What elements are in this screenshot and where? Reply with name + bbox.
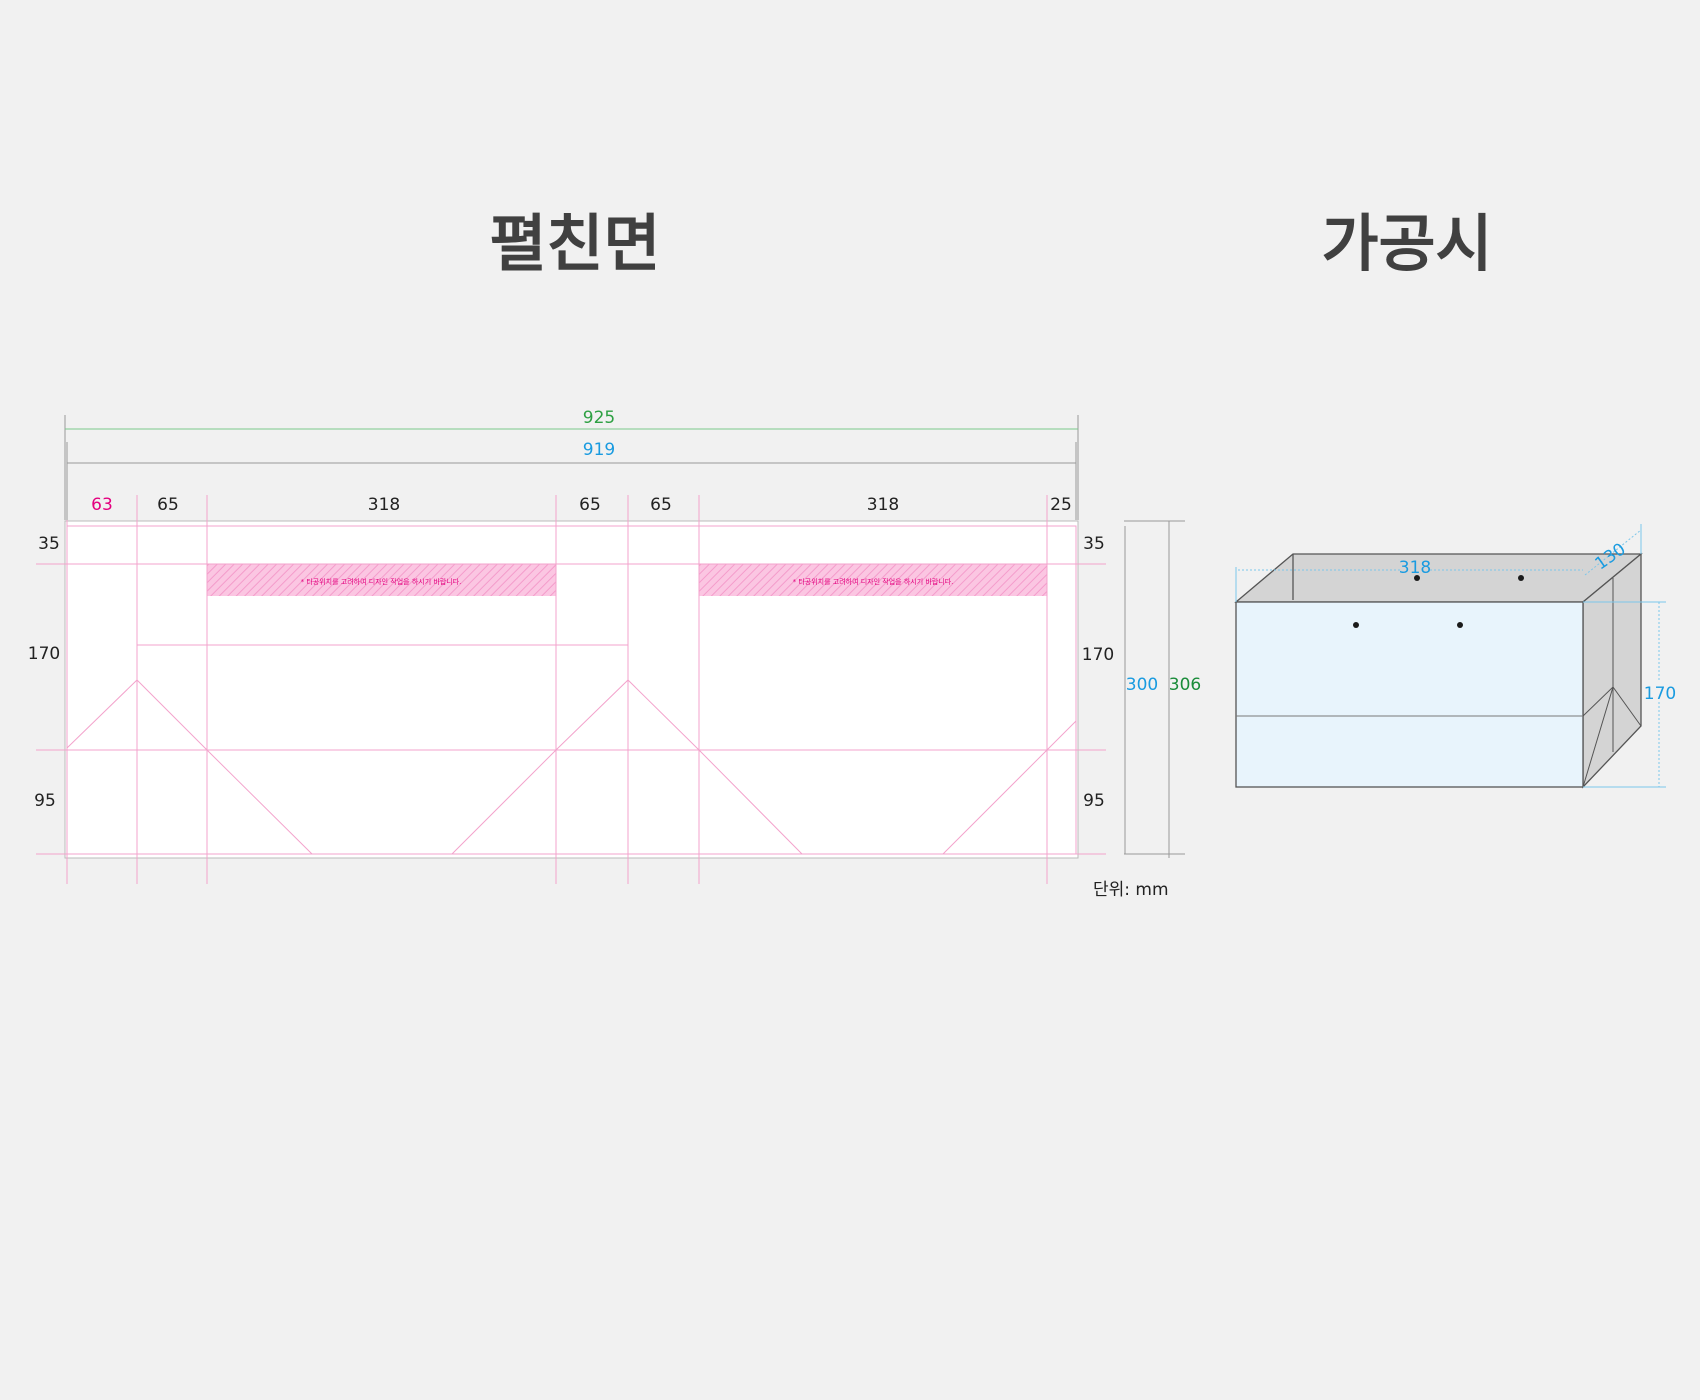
row-dim-right: 35 bbox=[1083, 534, 1105, 554]
row-dim-left: 35 bbox=[38, 534, 60, 554]
column-dim: 65 bbox=[579, 495, 601, 515]
row-dim-left: 95 bbox=[34, 791, 56, 811]
column-dim: 65 bbox=[650, 495, 672, 515]
inner-width-label: 919 bbox=[583, 440, 615, 460]
notice-text-2: * 타공위치를 고려하여 디자인 작업을 하시기 바랍니다. bbox=[793, 577, 954, 586]
notice-text-1: * 타공위치를 고려하여 디자인 작업을 하시기 바랍니다. bbox=[301, 577, 462, 586]
column-dim: 318 bbox=[368, 495, 400, 515]
box-top-opening bbox=[1234, 553, 1643, 603]
box-height-label: 170 bbox=[1644, 684, 1676, 704]
inner-height-label: 300 bbox=[1126, 675, 1158, 695]
row-dim-left: 170 bbox=[28, 644, 60, 664]
outer-width-label: 925 bbox=[583, 408, 615, 428]
flat-layout: * 타공위치를 고려하여 디자인 작업을 하시기 바랍니다. * 타공위치를 고… bbox=[28, 408, 1206, 900]
column-dim: 65 bbox=[157, 495, 179, 515]
handle-holes bbox=[1353, 575, 1524, 628]
row-dim-right: 95 bbox=[1083, 791, 1105, 811]
box-width-label: 318 bbox=[1399, 558, 1431, 578]
assembled-box bbox=[1234, 552, 1643, 789]
box-front-face bbox=[1235, 601, 1584, 788]
notice-band-2 bbox=[699, 564, 1047, 596]
column-dim: 63 bbox=[91, 495, 113, 515]
row-dim-right: 170 bbox=[1082, 645, 1114, 665]
notice-band-1 bbox=[207, 564, 556, 596]
flat-view-title: 펼친면 bbox=[489, 207, 660, 280]
fold-guides bbox=[36, 495, 1106, 884]
assembled-view-title: 가공시 bbox=[1321, 207, 1492, 280]
column-dim: 25 bbox=[1050, 495, 1072, 515]
unit-label: 단위: mm bbox=[1093, 880, 1169, 900]
column-dim: 318 bbox=[867, 495, 899, 515]
outer-height-label: 306 bbox=[1169, 675, 1201, 695]
